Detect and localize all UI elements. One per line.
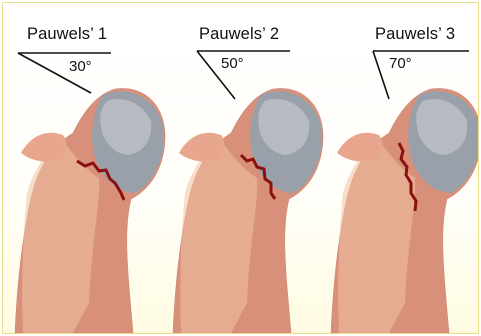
femur-illustration — [3, 3, 162, 333]
panel-pauwels-2: Pauwels’ 2 50° — [161, 3, 320, 333]
femur-illustration — [319, 3, 478, 333]
panel-pauwels-3: Pauwels’ 3 70° — [319, 3, 478, 333]
femur-illustration — [161, 3, 320, 333]
figure-frame: Pauwels’ 1 30° Pauwels’ 2 50° — [2, 2, 479, 334]
panel-pauwels-1: Pauwels’ 1 30° — [3, 3, 162, 333]
